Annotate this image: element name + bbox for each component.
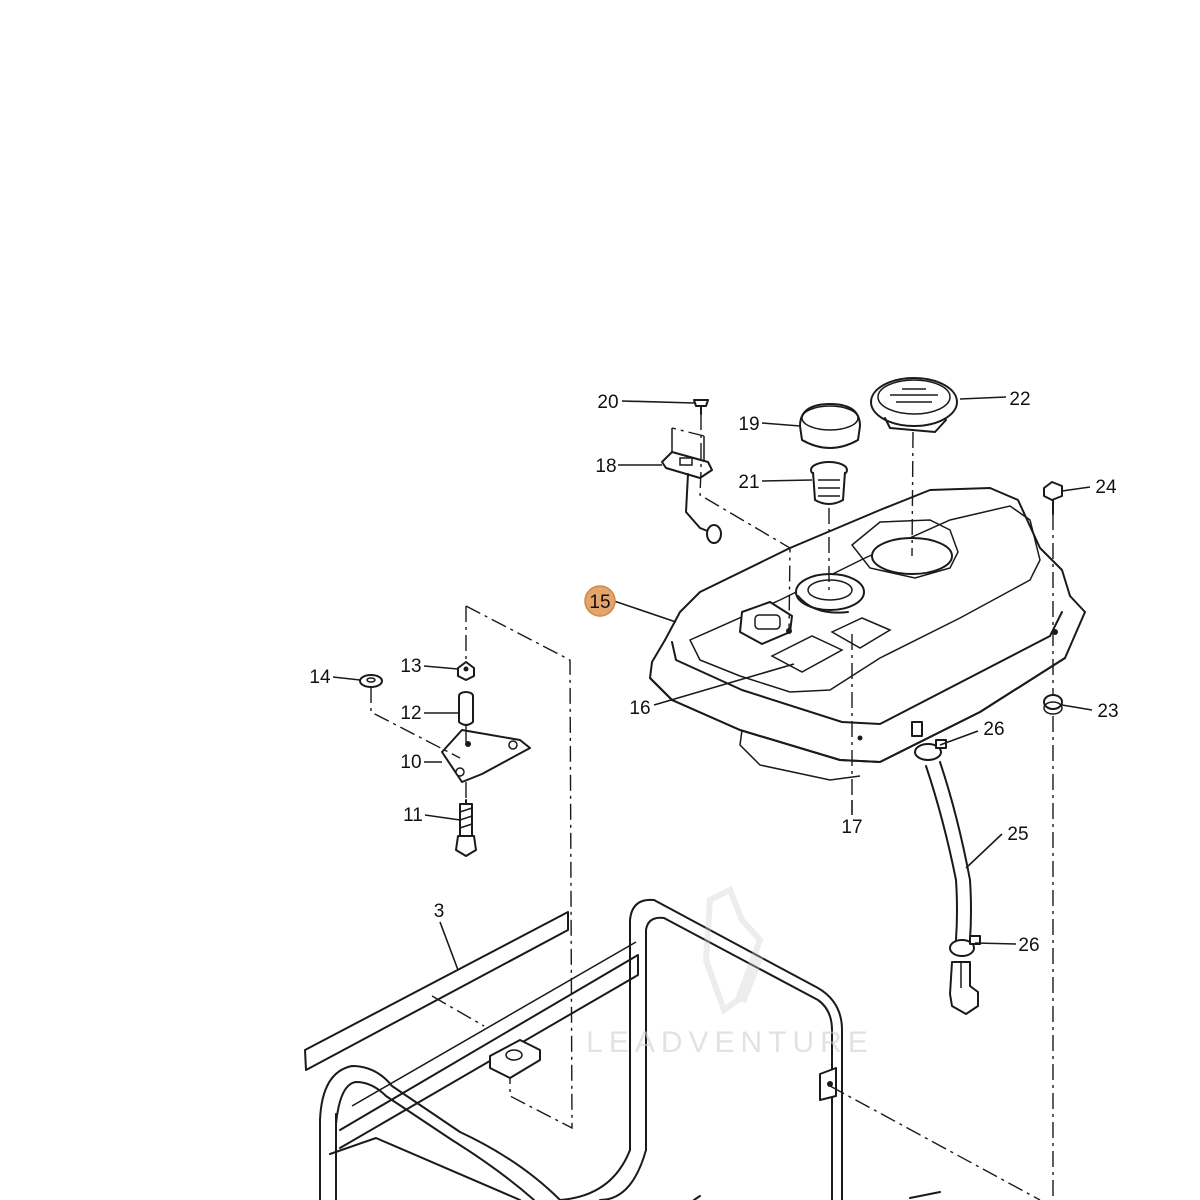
callout-17[interactable]: 17 xyxy=(841,817,862,838)
callout-19[interactable]: 19 xyxy=(738,414,759,435)
callout-20[interactable]: 20 xyxy=(597,392,618,413)
callout-11[interactable]: 11 xyxy=(403,805,423,826)
callout-22[interactable]: 22 xyxy=(1009,389,1030,410)
callout-12[interactable]: 12 xyxy=(400,703,421,724)
hose-clip-lower xyxy=(949,935,981,957)
collar xyxy=(458,691,474,726)
fuel-cock xyxy=(949,961,979,1015)
damper xyxy=(1043,694,1063,715)
callout-13[interactable]: 13 xyxy=(400,656,421,677)
fuel-tank xyxy=(649,487,1086,781)
callout-26-lower[interactable]: 26 xyxy=(1018,935,1039,956)
fuel-sender xyxy=(661,428,722,544)
fuel-cap xyxy=(799,403,861,449)
nut xyxy=(457,661,475,681)
washer xyxy=(359,674,383,688)
leader-lines xyxy=(332,396,1093,971)
assembly-guide-lines xyxy=(370,414,1054,1200)
callout-3[interactable]: 3 xyxy=(434,901,445,922)
callout-15[interactable]: 15 xyxy=(589,592,610,613)
screw xyxy=(693,399,709,415)
selected-part-highlight xyxy=(584,585,616,617)
callout-23[interactable]: 23 xyxy=(1097,701,1118,722)
callout-18[interactable]: 18 xyxy=(595,456,616,477)
watermark-text: LEADVENTURE xyxy=(586,1026,874,1059)
fuel-gauge xyxy=(870,377,958,433)
fuel-strainer xyxy=(810,461,848,505)
callout-10[interactable]: 10 xyxy=(400,752,421,773)
bracket-bolt xyxy=(455,799,477,857)
callout-21[interactable]: 21 xyxy=(738,472,759,493)
watermark-logo xyxy=(702,885,764,1015)
bracket xyxy=(441,729,531,783)
callout-labels: 20 19 22 18 21 24 15 16 17 23 26 25 26 1… xyxy=(309,389,1118,956)
callout-25[interactable]: 25 xyxy=(1007,824,1028,845)
bolt xyxy=(1043,481,1063,515)
fuel-hose xyxy=(925,761,972,941)
frame xyxy=(304,898,941,1200)
callout-26-upper[interactable]: 26 xyxy=(983,719,1004,740)
callout-16[interactable]: 16 xyxy=(629,698,650,719)
callout-24[interactable]: 24 xyxy=(1095,477,1117,498)
callout-14[interactable]: 14 xyxy=(309,667,331,688)
